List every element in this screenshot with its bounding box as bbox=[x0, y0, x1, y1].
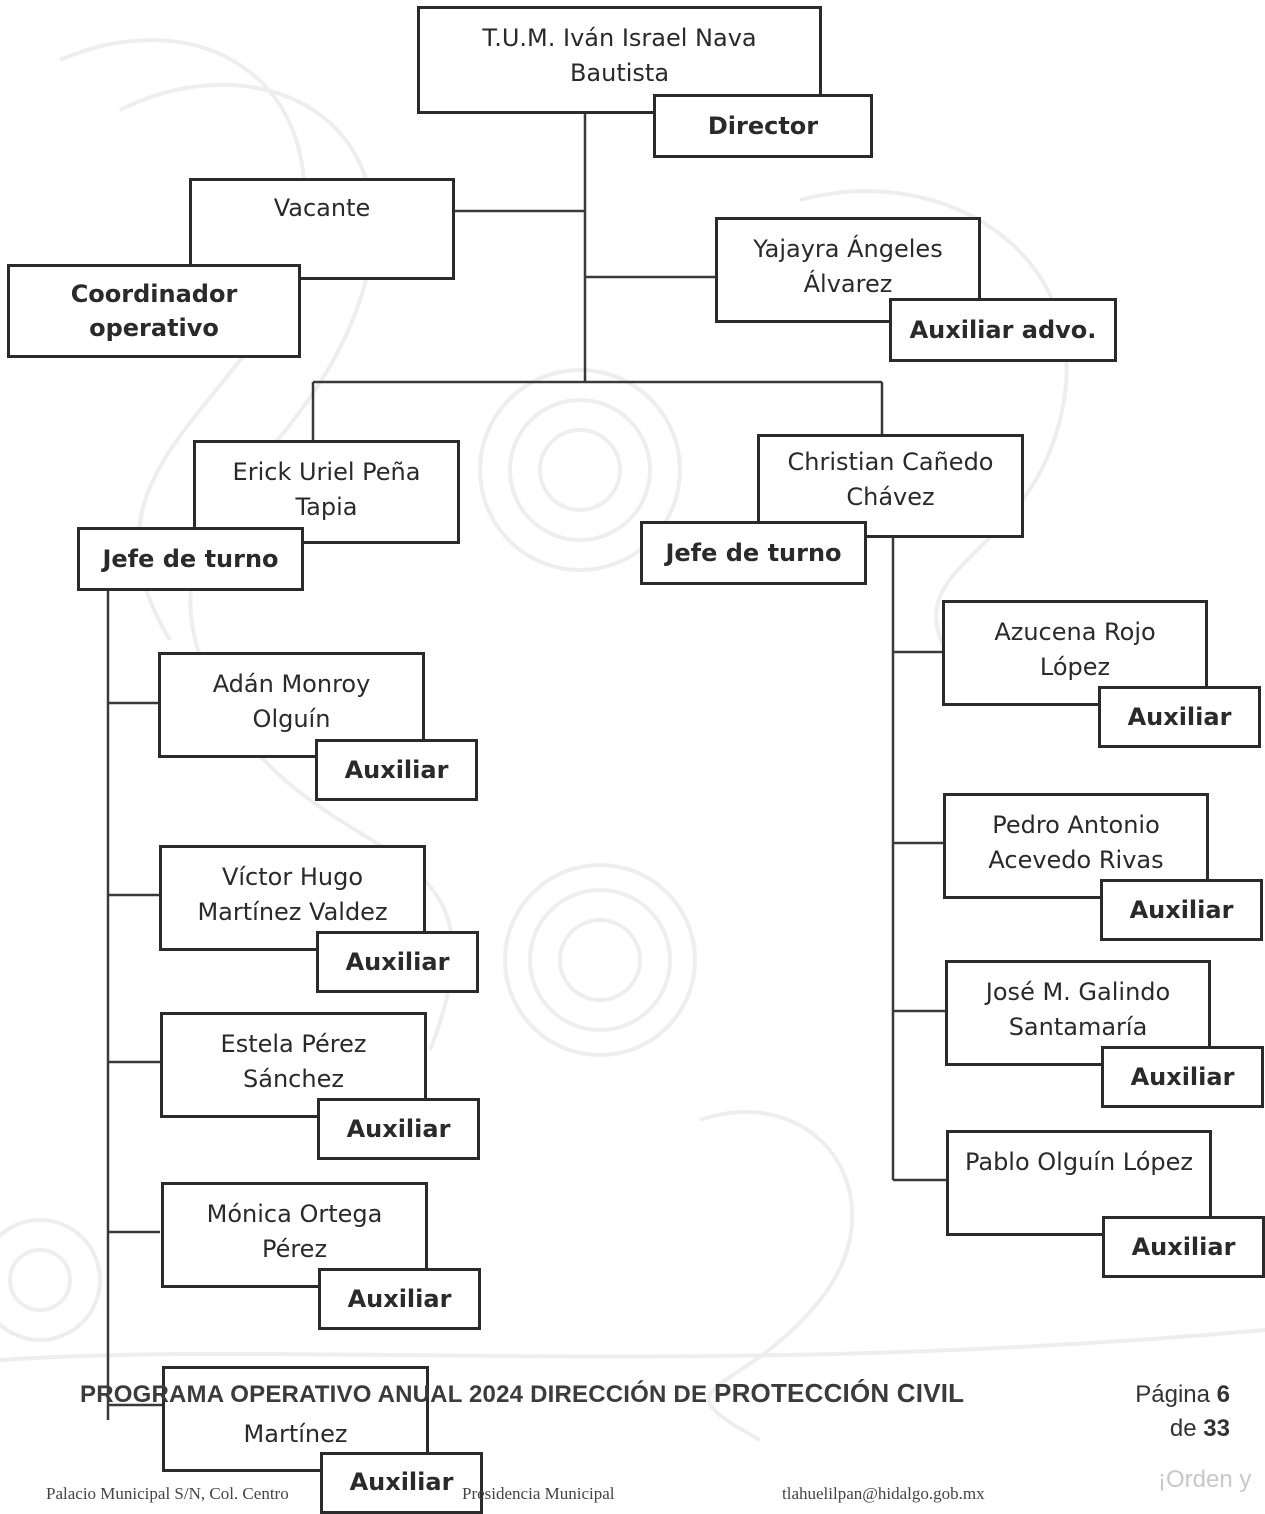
role-tag-shift-chief-right: Jefe de turno bbox=[640, 521, 867, 585]
role-tag-member-right-1: Auxiliar bbox=[1098, 686, 1261, 748]
node-name: Mónica Ortega Pérez bbox=[206, 1200, 383, 1263]
role-label: Auxiliar bbox=[1129, 896, 1234, 924]
role-tag-member-left-2: Auxiliar bbox=[316, 931, 479, 993]
of-word: de bbox=[1169, 1415, 1197, 1442]
footer-motto: ¡Orden y bbox=[1158, 1466, 1252, 1493]
role-label: Auxiliar bbox=[344, 756, 449, 784]
node-name: Estela Pérez Sánchez bbox=[220, 1030, 367, 1093]
role-label: Auxiliar bbox=[1130, 1063, 1235, 1091]
node-name: Vacante bbox=[273, 194, 371, 222]
org-node-member-right-4: Pablo Olguín López bbox=[946, 1130, 1212, 1236]
role-tag-admin: Auxiliar advo. bbox=[889, 298, 1117, 362]
org-node-shift-chief-right: Christian Cañedo Chávez bbox=[757, 434, 1024, 538]
footer-address: Palacio Municipal S/N, Col. Centro bbox=[46, 1484, 289, 1503]
role-label: Auxiliar bbox=[349, 1468, 454, 1496]
page-total: 33 bbox=[1203, 1415, 1230, 1442]
node-name: José M. Galindo Santamaría bbox=[985, 978, 1171, 1041]
node-name: Martínez bbox=[243, 1420, 348, 1448]
page-current: 6 bbox=[1216, 1381, 1230, 1408]
org-node-director: T.U.M. Iván Israel Nava Bautista bbox=[417, 6, 822, 114]
node-name: Azucena Rojo López bbox=[994, 618, 1156, 681]
role-tag-member-left-3: Auxiliar bbox=[317, 1098, 480, 1160]
role-tag-director: Director bbox=[653, 94, 873, 158]
node-name: Christian Cañedo Chávez bbox=[787, 448, 994, 511]
node-name: Víctor Hugo Martínez Valdez bbox=[197, 863, 388, 926]
role-label: Jefe de turno bbox=[102, 545, 279, 573]
node-name: T.U.M. Iván Israel Nava Bautista bbox=[482, 24, 757, 87]
footer-email: tlahuelilpan@hidalgo.gob.mx bbox=[782, 1484, 985, 1503]
role-tag-member-left-1: Auxiliar bbox=[315, 739, 478, 801]
footer-office: Presidencia Municipal bbox=[462, 1484, 615, 1503]
node-name: Adán Monroy Olguín bbox=[212, 670, 371, 733]
role-label: Coordinador operativo bbox=[70, 280, 238, 342]
role-label: Auxiliar advo. bbox=[909, 316, 1097, 344]
org-node-member-left-5: Martínez bbox=[162, 1366, 429, 1472]
footer-title-end: PROTECCIÓN CIVIL bbox=[714, 1378, 965, 1408]
page-word: Página bbox=[1135, 1381, 1210, 1408]
role-label: Director bbox=[707, 112, 819, 140]
role-label: Auxiliar bbox=[345, 948, 450, 976]
role-tag-coordinator: Coordinador operativo bbox=[7, 264, 301, 358]
footer-document-title: PROGRAMA OPERATIVO ANUAL 2024 DIRECCIÓN … bbox=[80, 1378, 964, 1409]
org-node-shift-chief-left: Erick Uriel Peña Tapia bbox=[193, 440, 460, 544]
role-tag-shift-chief-left: Jefe de turno bbox=[77, 527, 304, 591]
node-name: Erick Uriel Peña Tapia bbox=[232, 458, 421, 521]
role-tag-member-right-4: Auxiliar bbox=[1102, 1216, 1265, 1278]
role-label: Jefe de turno bbox=[665, 539, 842, 567]
node-name: Pablo Olguín López bbox=[964, 1148, 1194, 1176]
role-label: Auxiliar bbox=[347, 1285, 452, 1313]
node-name: Yajayra Ángeles Álvarez bbox=[753, 235, 943, 298]
role-tag-member-right-2: Auxiliar bbox=[1100, 879, 1263, 941]
role-tag-member-left-4: Auxiliar bbox=[318, 1268, 481, 1330]
page-number: Página 6 de 33 bbox=[1120, 1378, 1230, 1446]
footer-title-main: PROGRAMA OPERATIVO ANUAL 2024 DIRECCIÓN … bbox=[80, 1381, 708, 1408]
org-node-coordinator: Vacante bbox=[189, 178, 455, 280]
role-label: Auxiliar bbox=[1127, 703, 1232, 731]
role-label: Auxiliar bbox=[1131, 1233, 1236, 1261]
role-tag-member-right-3: Auxiliar bbox=[1101, 1046, 1264, 1108]
role-label: Auxiliar bbox=[346, 1115, 451, 1143]
org-node-member-left-4: Mónica Ortega Pérez bbox=[161, 1182, 428, 1288]
org-node-member-right-2: Pedro Antonio Acevedo Rivas bbox=[943, 793, 1209, 899]
node-name: Pedro Antonio Acevedo Rivas bbox=[988, 811, 1164, 874]
org-node-member-left-2: Víctor Hugo Martínez Valdez bbox=[159, 845, 426, 951]
role-tag-member-left-5: Auxiliar bbox=[320, 1452, 483, 1514]
